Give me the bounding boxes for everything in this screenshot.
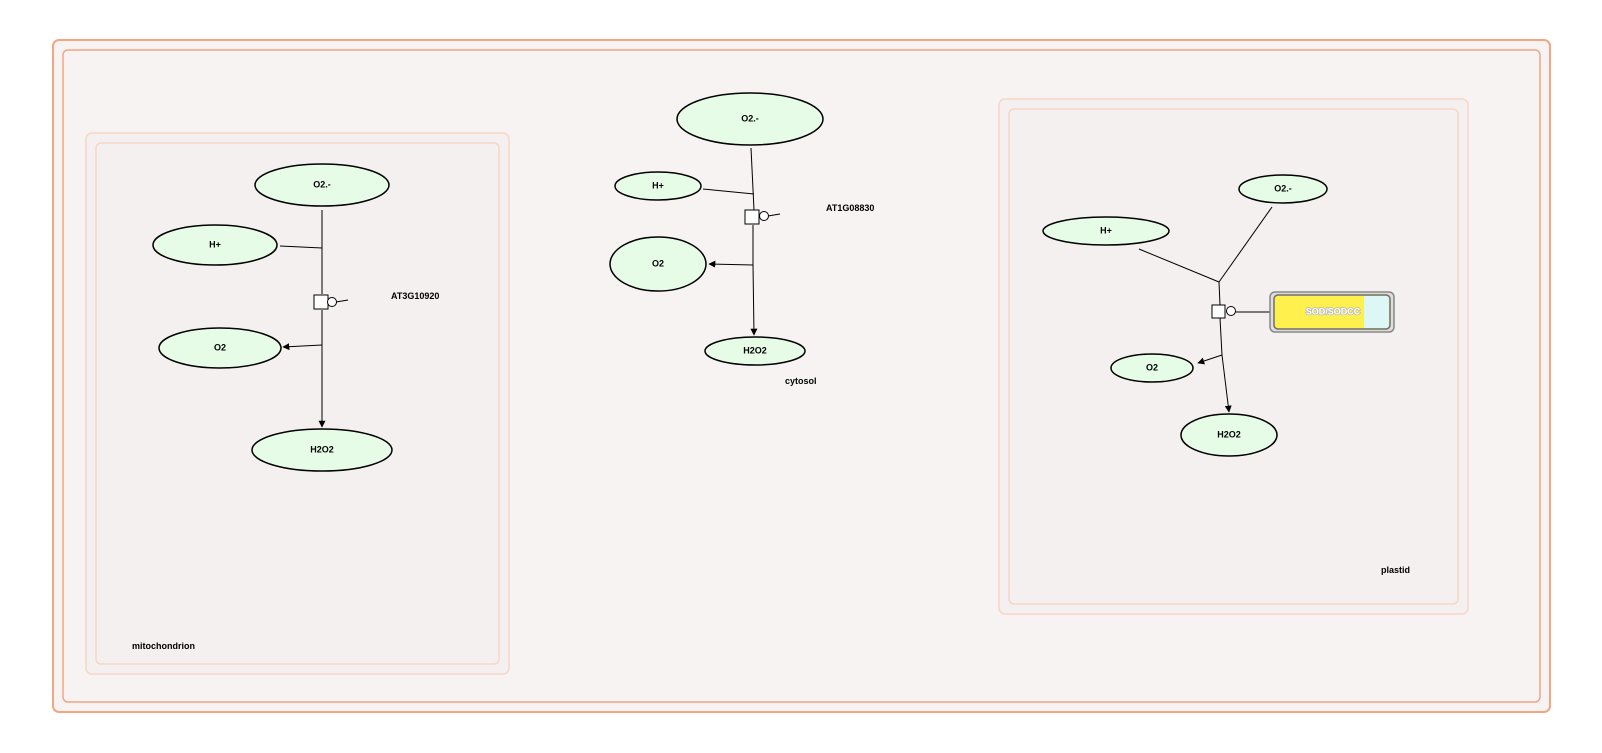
plastid-peroxide-label: H2O2 [1217, 429, 1241, 439]
mitochondrion-compartment[interactable] [85, 132, 510, 675]
mito-oxygen-label: O2 [214, 342, 226, 352]
cytosol-process-node[interactable] [744, 209, 769, 225]
mito-peroxide-node[interactable]: H2O2 [251, 428, 393, 472]
plastid-superoxide-label: O2.- [1274, 183, 1292, 193]
cytosol-superoxide-label: O2.- [741, 113, 759, 123]
mito-oxygen-node[interactable]: O2 [158, 327, 282, 369]
cytosol-oxygen-node[interactable]: O2 [609, 236, 707, 292]
mito-process-node[interactable] [313, 294, 337, 310]
cytosol-peroxide-label: H2O2 [743, 345, 767, 355]
plastid-oxygen-label: O2 [1146, 362, 1158, 372]
mito-gene-label: AT3G10920 [391, 291, 439, 301]
cytosol-superoxide-node[interactable]: O2.- [676, 92, 824, 146]
mito-proton-node[interactable]: H+ [152, 224, 278, 266]
plastid-label: plastid [1381, 565, 1410, 575]
sod-sodcc-label: SOD/SODCC [1306, 306, 1361, 316]
plastid-process-node[interactable] [1211, 304, 1236, 319]
mito-reaction-arcs [279, 210, 349, 428]
cytosol-proton-node[interactable]: H+ [614, 171, 702, 201]
plastid-reaction-arcs [1138, 206, 1273, 413]
plastid-compartment[interactable] [998, 98, 1469, 615]
cytosol-peroxide-node[interactable]: H2O2 [704, 336, 806, 366]
cytosol-label: cytosol [785, 376, 817, 386]
plastid-oxygen-node[interactable]: O2 [1110, 353, 1194, 383]
plastid-proton-label: H+ [1100, 225, 1112, 235]
cytosol-proton-label: H+ [652, 180, 664, 190]
cytosol-oxygen-label: O2 [652, 258, 664, 268]
mito-superoxide-label: O2.- [313, 179, 331, 189]
cytosol-gene-label: AT1G08830 [826, 203, 874, 213]
mito-superoxide-node[interactable]: O2.- [254, 163, 390, 207]
plastid-superoxide-node[interactable]: O2.- [1238, 174, 1328, 204]
mito-peroxide-label: H2O2 [310, 444, 334, 454]
cytosol-reaction-arcs [702, 147, 781, 336]
plastid-peroxide-node[interactable]: H2O2 [1180, 413, 1278, 457]
mitochondrion-label: mitochondrion [132, 641, 195, 651]
sod-sodcc-macromolecule[interactable]: SOD/SODCC [1269, 291, 1395, 333]
plastid-proton-node[interactable]: H+ [1042, 216, 1170, 246]
mito-proton-label: H+ [209, 239, 221, 249]
